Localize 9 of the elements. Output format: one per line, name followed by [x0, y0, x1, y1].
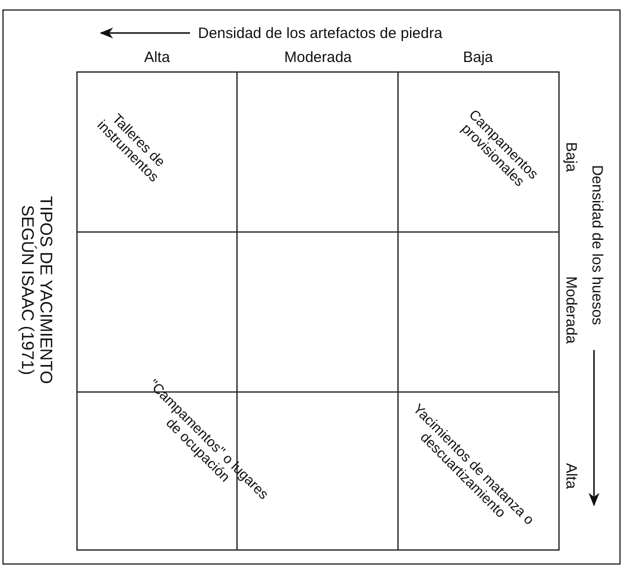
- column-header: Baja: [462, 50, 494, 66]
- axis-title: Densidad de los artefactos de piedra: [198, 26, 442, 42]
- axis-title: Densidad de los huesos: [588, 164, 604, 326]
- column-header: Moderada: [284, 50, 352, 66]
- row-header: Moderada: [562, 276, 578, 344]
- row-header: Baja: [562, 142, 578, 172]
- row-header: Alta: [562, 463, 578, 489]
- diagram-title: TIPOS DE YACIMIENTO SEGÚN ISAAC (1971): [17, 195, 55, 385]
- column-header: Alta: [144, 50, 170, 66]
